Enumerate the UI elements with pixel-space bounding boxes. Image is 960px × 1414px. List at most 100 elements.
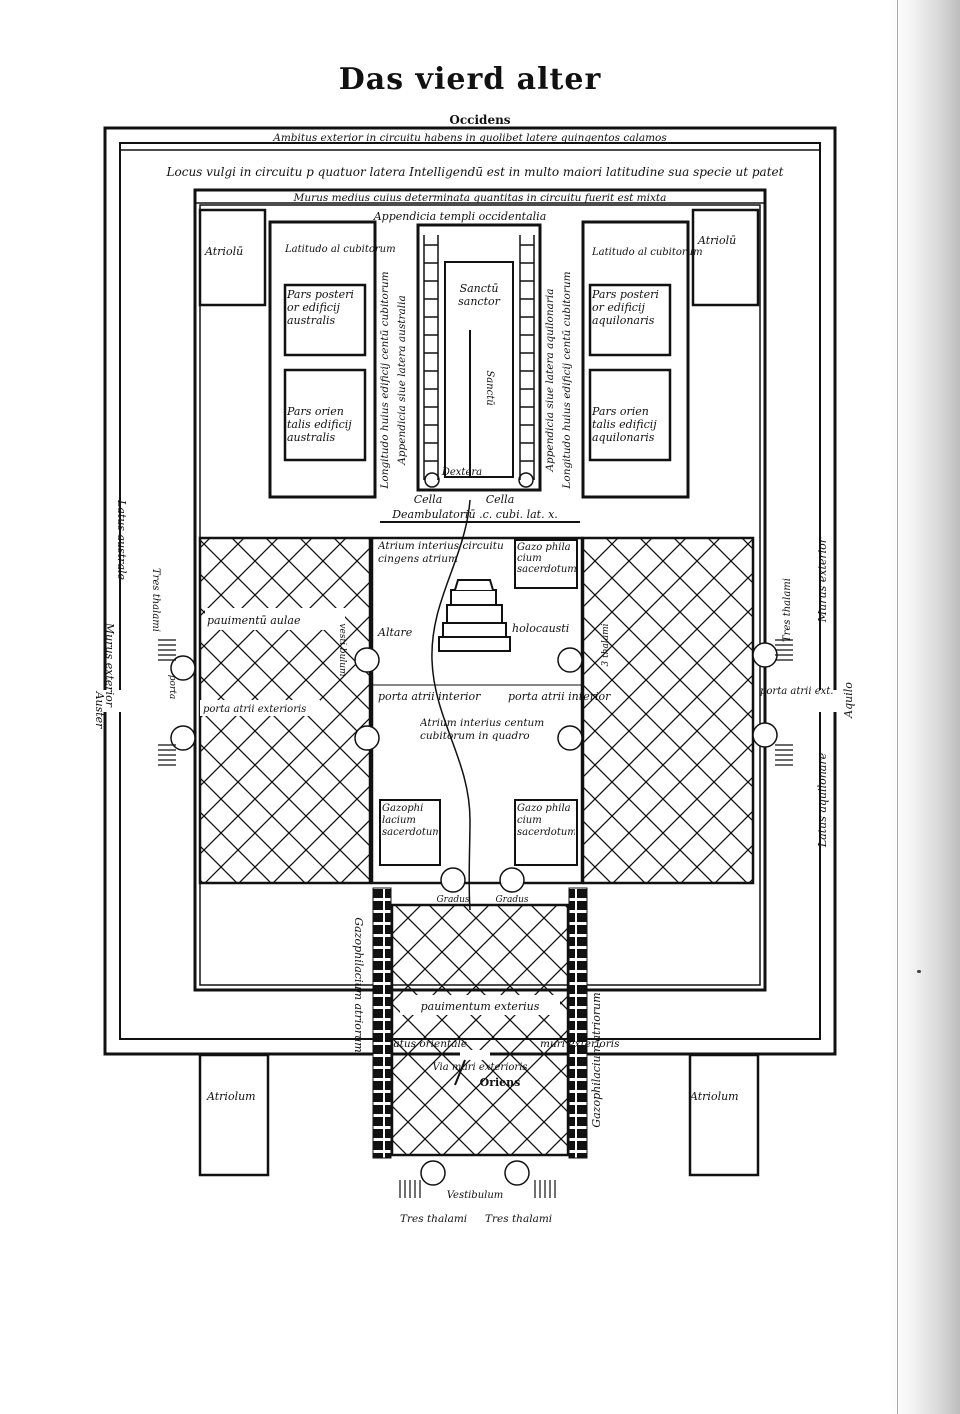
south-room-2 xyxy=(283,368,367,462)
gazophylacium-top-box xyxy=(514,539,578,589)
label-pars-or-aust-wrap: Pars orien talis edificij australis xyxy=(287,405,352,444)
label-latitudo-right: Latitudo al cubitorum xyxy=(591,247,703,258)
page-title: Das vierd alter xyxy=(338,62,602,97)
winding-path xyxy=(431,499,471,911)
label-vestibulum: Vestibulum xyxy=(447,1190,504,1201)
label-cella-left: Cella xyxy=(414,493,443,506)
label-gazo-top-wrap: Gazo phila cium sacerdotum xyxy=(517,542,577,575)
label-gradus-right: Gradus xyxy=(495,895,528,905)
ladder-rungs xyxy=(424,244,534,462)
label-pars-post-aquil-wrap: Pars posteri or edificij aquilonaris xyxy=(592,288,659,327)
label-longitudo-right: Longitudo huius edificij centū cubitorum xyxy=(561,271,573,489)
label-atriolum-ne: Atriolū xyxy=(697,234,736,247)
label-pars-post-aust: Pars posteri or edificij australis xyxy=(287,288,354,327)
label-gazo-bottom-l: Gazophilacium atriorum xyxy=(352,917,365,1052)
ladder-right xyxy=(519,235,535,480)
page-edge-shadow xyxy=(890,0,960,1414)
label-atriolum-se: Atriolum xyxy=(689,1090,739,1103)
gate-circles xyxy=(170,642,778,1186)
label-tres-thalami-right: Tres thalami xyxy=(782,578,793,642)
porta-ext-label-bg xyxy=(200,700,320,716)
label-altare: Altare xyxy=(377,626,413,639)
gate-stairs xyxy=(158,639,793,1198)
wall-openings xyxy=(100,690,842,1060)
inner-atrium xyxy=(370,536,584,885)
label-sanctum2: Sanctū xyxy=(484,370,495,405)
label-appendicia-right: Appendicia siue latera aquilonaria xyxy=(544,288,556,472)
label-holocausti: holocausti xyxy=(512,622,569,635)
south-building xyxy=(268,220,377,499)
label-tres-thalami-bl: Tres thalami xyxy=(400,1213,467,1225)
atriolum-nw-box xyxy=(198,208,267,307)
altar-holocausti xyxy=(438,579,511,652)
label-gazo-left: Gazophi lacium sacerdotum xyxy=(382,803,438,838)
sanctuary-outer xyxy=(416,223,542,492)
lattice-east-court xyxy=(581,536,755,885)
label-muri-exterioris: muri exterioris xyxy=(540,1038,620,1050)
label-dextera: Dextera xyxy=(441,467,482,478)
label-pars-or-aquil-wrap: Pars orien talis edificij aquilonaris xyxy=(592,405,657,444)
label-latus-australe: Latus australe xyxy=(115,499,128,581)
cella-ring-right xyxy=(518,472,534,488)
label-murus-exterior-right: Murus exterior xyxy=(816,537,829,623)
label-appendicia-left: Appendicia siue latera australia xyxy=(396,295,408,466)
label-aquilo: Aquilo xyxy=(842,682,855,719)
label-sanctum-wrap: Sanctū sanctor xyxy=(458,282,500,308)
label-atriolum-sw: Atriolum xyxy=(206,1090,256,1103)
label-3thal-gate-right: 3 thalami xyxy=(601,623,611,666)
cella-ring-left xyxy=(424,472,440,488)
label-auster: Auster xyxy=(93,691,106,730)
label-tres-thalami-left: Tres thalami xyxy=(150,568,161,632)
north-building xyxy=(581,220,690,499)
brick-strip-right xyxy=(568,887,588,1159)
label-atrium-centum: Atrium interius centum cubitorum in quad… xyxy=(420,717,545,742)
label-vestibulum-gate-left: vesti bulum xyxy=(337,623,347,676)
label-pars-post-aust-wrap: Pars posteri or edificij australis xyxy=(287,288,354,327)
label-latitudo-left: Latitudo al cubitorum xyxy=(284,244,396,255)
label-atrium-interius: Atrium interius circuitu cingens atrium xyxy=(378,540,504,565)
label-gazo-right-wrap: Gazo phila cium sacerdotum xyxy=(517,803,575,838)
pavimentum-label-bg xyxy=(205,608,345,630)
atriolum-ne-box xyxy=(691,208,760,307)
label-locus-vulgi: Locus vulgi in circuitu p quatuor latera… xyxy=(166,165,784,179)
atriolum-sw-box xyxy=(198,1053,270,1177)
label-porta-exterioris: porta atrii exterioris xyxy=(203,704,306,715)
atriolum-se-box xyxy=(688,1053,760,1177)
label-gazo-right: Gazo phila cium sacerdotum xyxy=(517,803,575,838)
ladder-left xyxy=(423,235,439,480)
label-atrium-interius-wrap: Atrium interius circuitu cingens atrium xyxy=(378,540,504,565)
gazophylacium-left-box xyxy=(379,799,441,866)
label-latus-aquilonare: Latus aquilonare xyxy=(816,752,829,848)
label-deambulatorium: Deambulatoriū .c. cubi. lat. x. xyxy=(391,508,558,521)
label-gazo-left-wrap: Gazophi lacium sacerdotum xyxy=(382,803,438,838)
label-longitudo-left: Longitudo huius edificij centū cubitorum xyxy=(379,271,391,489)
label-gazo-top: Gazo phila cium sacerdotum xyxy=(517,542,577,575)
label-occidens: Occidens xyxy=(449,113,510,127)
label-porta-interior-r: porta atrii interior xyxy=(508,690,611,703)
label-pavimentum-left: pauimentū aulae xyxy=(207,614,301,627)
label-via-muri: Via muri exterioris xyxy=(432,1062,527,1073)
label-gazo-bottom-r: Gazophilacium atriorum xyxy=(590,992,603,1127)
label-murus-medius: Murus medius cuius determinata quantitas… xyxy=(293,192,667,204)
label-atriolum-nw: Atriolū xyxy=(204,245,243,258)
label-pars-or-aquil: Pars orien talis edificij aquilonaris xyxy=(592,405,657,444)
label-porta-gate-left: porta xyxy=(167,675,177,699)
lattice-south-court xyxy=(390,903,570,1157)
label-oriens: Oriens xyxy=(480,1076,521,1089)
label-appendicia-occ: Appendicia templi occidentalia xyxy=(373,210,547,223)
label-ambitus: Ambitus exterior in circuitu habens in q… xyxy=(272,132,667,144)
label-pars-post-aquil: Pars posteri or edificij aquilonaris xyxy=(592,288,659,327)
label-atrium-centum-wrap: Atrium interius centum cubitorum in quad… xyxy=(420,717,545,742)
page-edge-line xyxy=(897,0,898,1414)
label-sanctum: Sanctū sanctor xyxy=(458,282,500,308)
label-pavimentum-bottom: pauimentum exterius xyxy=(421,1000,540,1013)
south-room-1 xyxy=(283,283,367,357)
label-cella-right: Cella xyxy=(486,493,515,506)
north-room-2 xyxy=(588,368,672,462)
brick-strip-left xyxy=(372,887,392,1159)
ink-speck xyxy=(917,970,921,973)
label-tres-thalami-br: Tres thalami xyxy=(485,1213,552,1225)
label-gradus-left: Gradus xyxy=(436,895,469,905)
label-porta-interior-l: porta atrii interior xyxy=(378,690,481,703)
